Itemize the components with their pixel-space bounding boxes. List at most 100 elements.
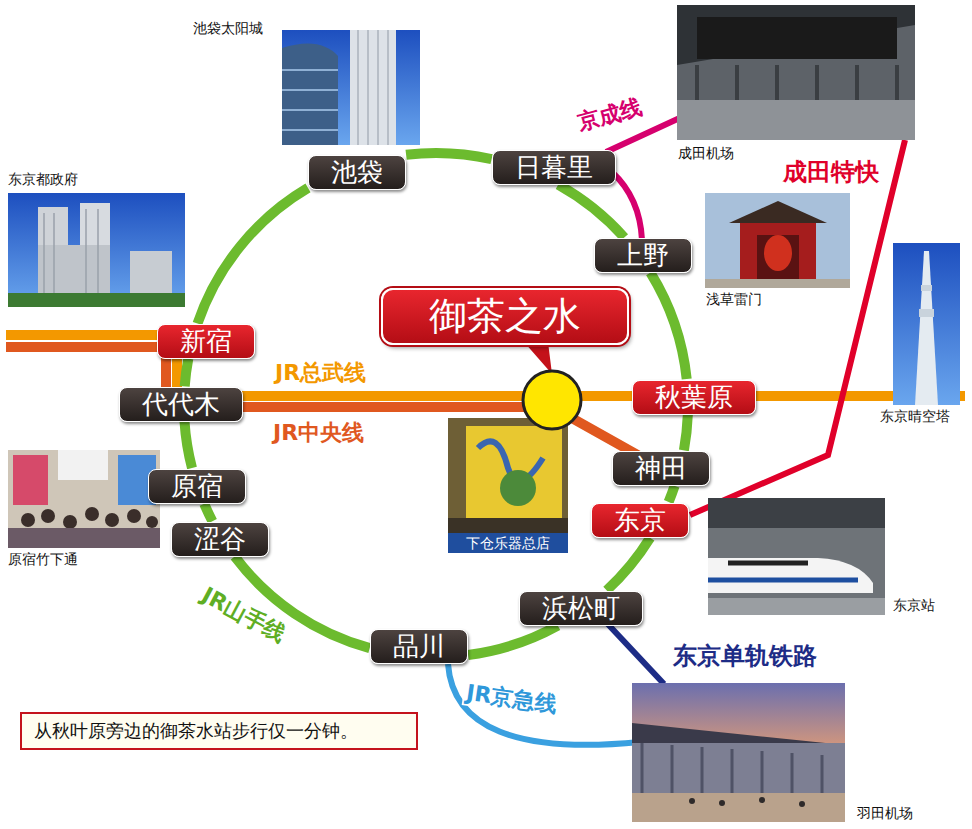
photo-skytree: [915, 251, 938, 405]
photo-takeshita-street: [8, 528, 160, 548]
line-name: JR京急线: [462, 679, 562, 719]
photo-metropolitan-gov: [8, 293, 185, 307]
photo-takeshita-street: [127, 509, 141, 523]
photo-sunshine-city: [282, 70, 338, 130]
station-callout: 御茶之水: [381, 288, 629, 345]
photo-haneda-airport: [642, 743, 822, 793]
node-text: 下仓乐器总店: [466, 536, 550, 550]
monorail-line: [604, 620, 664, 684]
photo-takeshita-street: [58, 450, 108, 480]
photo-takeshita-street: [63, 515, 77, 529]
photo-takeshita-street: [8, 450, 160, 548]
node-text: 涩谷: [194, 526, 246, 552]
line-name: JR山手线: [194, 581, 292, 650]
photo-sunshine-city: [358, 30, 388, 145]
photo-takeshita-street: [146, 516, 158, 528]
yamanote-segment: [558, 185, 624, 238]
photo-sunshine-city: [282, 30, 420, 145]
caption-band: 下仓乐器总店: [448, 533, 568, 553]
photo-caption: 羽田机场: [857, 805, 913, 822]
photo-shimokura-store: [448, 518, 568, 533]
photo-haneda-airport: [632, 793, 845, 822]
yamanote-segment: [406, 153, 492, 159]
node-text: 品川: [393, 633, 445, 659]
photo-haneda-airport: [759, 797, 765, 803]
yamanote-segment: [684, 415, 688, 451]
line-name: 东京单轨铁路: [670, 642, 820, 671]
yamanote-segment: [607, 538, 650, 591]
yamanote-segment: [185, 359, 189, 387]
node-text: 池袋: [331, 159, 383, 185]
yamanote-segment: [669, 486, 675, 502]
photo-shimokura-store: [448, 418, 568, 533]
photo-sunshine-city: [282, 30, 420, 145]
keikyu-line: [448, 664, 640, 745]
photo-takeshita-street: [8, 450, 160, 548]
node-text: 从秋叶原旁边的御茶水站步行仅一分钟。: [34, 720, 358, 742]
yamanote-segment: [198, 188, 309, 324]
photo-shimokura-store: [466, 426, 562, 518]
photo-kaminarimon: [705, 193, 850, 288]
photo-caption: 东京站: [893, 597, 935, 614]
node-text: 秋葉原: [655, 384, 733, 410]
station-box: 涩谷: [171, 522, 269, 557]
photo-kaminarimon: [757, 235, 799, 281]
photo-haneda-airport: [799, 801, 805, 807]
station-box: 日暮里: [492, 150, 616, 185]
photo-takeshita-street: [85, 507, 99, 521]
line-name: JR中央线: [270, 420, 367, 446]
node-text: 东京: [614, 507, 666, 533]
rail-lines: [6, 116, 965, 745]
photo-tokyo-station: [708, 498, 885, 615]
photo-metropolitan-gov: [8, 193, 185, 307]
station-box: 浜松町: [519, 591, 643, 626]
photo-takeshita-street: [105, 513, 119, 527]
photo-kaminarimon: [740, 219, 816, 281]
node-text: 御茶之水: [429, 297, 581, 335]
photo-narita-airport: [677, 100, 915, 140]
photo-haneda-airport: [719, 800, 725, 806]
node-text: 新宿: [180, 328, 232, 354]
photo-tokyo-station: [708, 498, 885, 615]
photo-shimokura-store: [448, 418, 568, 533]
station-box: 原宿: [148, 469, 246, 504]
node-text: 原宿: [171, 473, 223, 499]
photo-haneda-airport: [689, 797, 805, 807]
photo-caption: 东京都政府: [8, 171, 78, 188]
photo-takeshita-street: [13, 455, 48, 505]
photo-narita-airport: [677, 5, 915, 65]
photo-tokyo-station: [708, 598, 885, 615]
node-text: 上野: [617, 242, 669, 268]
callout-pointer: [524, 342, 552, 374]
photo-kaminarimon: [764, 235, 792, 271]
photo-metropolitan-gov: [8, 193, 185, 307]
line-name: JR总武线: [272, 360, 369, 386]
photo-metropolitan-gov: [44, 209, 98, 303]
photo-caption: 成田机场: [678, 145, 734, 162]
photo-skytree: [893, 243, 960, 405]
photo-narita-airport: [697, 65, 897, 100]
photo-caption: 池袋太阳城: [193, 20, 263, 37]
photo-tokyo-station: [708, 558, 873, 593]
photo-takeshita-street: [21, 507, 158, 529]
photo-skytree: [893, 243, 960, 405]
photo-narita-airport: [677, 5, 915, 140]
photo-kaminarimon: [729, 201, 827, 223]
yamanote-segment: [185, 422, 193, 468]
photo-haneda-airport: [632, 743, 845, 793]
photo-tokyo-station: [708, 578, 858, 583]
photo-sunshine-city: [282, 44, 338, 146]
photo-caption: 东京晴空塔: [880, 408, 950, 425]
photo-narita-airport: [677, 5, 915, 140]
keisei-line: [606, 116, 684, 240]
station-box: 上野: [594, 238, 692, 273]
photo-kaminarimon: [705, 279, 850, 288]
narita-express-line: [690, 140, 905, 515]
ochanomizu-dot: [523, 371, 581, 429]
photo-tokyo-station: [708, 498, 885, 528]
station-box: 新宿: [157, 324, 255, 359]
line-name: 京成线: [572, 93, 648, 137]
yamanote-segment: [204, 504, 212, 521]
photo-haneda-airport: [632, 683, 845, 822]
node-text: 神田: [635, 455, 687, 481]
